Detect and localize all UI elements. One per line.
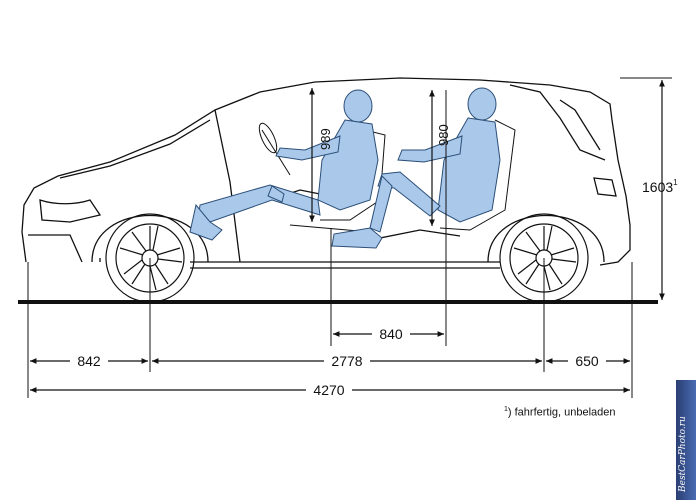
rear-overhang-label: 650 [575, 353, 599, 369]
front-headroom-dimension: 989 [309, 88, 333, 222]
ground-line [18, 300, 658, 304]
footnote-text: ) fahrfertig, unbeladen [507, 406, 616, 419]
overall-length-label: 4270 [313, 382, 344, 398]
front-headroom-label: 989 [318, 128, 333, 150]
wheel-arches [91, 214, 605, 263]
front-occupant-figure [189, 89, 379, 241]
front-overhang-dimension: 842 [29, 351, 148, 369]
wheelbase-dimension: 2778 [152, 351, 542, 369]
extension-lines [27, 90, 633, 398]
rear-overhang-dimension: 650 [546, 351, 630, 369]
watermark-text: BestCarPhoto.ru [678, 416, 688, 492]
rear-headroom-dimension: 980 [429, 90, 451, 226]
watermark-banner: BestCarPhoto.ru [676, 380, 696, 500]
wheelbase-label: 2778 [331, 353, 362, 369]
car-body-outline [21, 77, 631, 269]
height-dimension: 16031 [620, 77, 678, 300]
footnote-mark: 1 [504, 406, 508, 413]
overall-length-dimension: 4270 [29, 380, 630, 398]
height-label: 16031 [642, 178, 678, 195]
footnote: 1) fahrfertig, unbeladen [504, 406, 616, 419]
front-overhang-label: 842 [77, 353, 101, 369]
seat-distance-dimension: 840 [333, 324, 444, 342]
seat-distance-label: 840 [379, 326, 403, 342]
rear-headroom-label: 980 [436, 124, 451, 146]
